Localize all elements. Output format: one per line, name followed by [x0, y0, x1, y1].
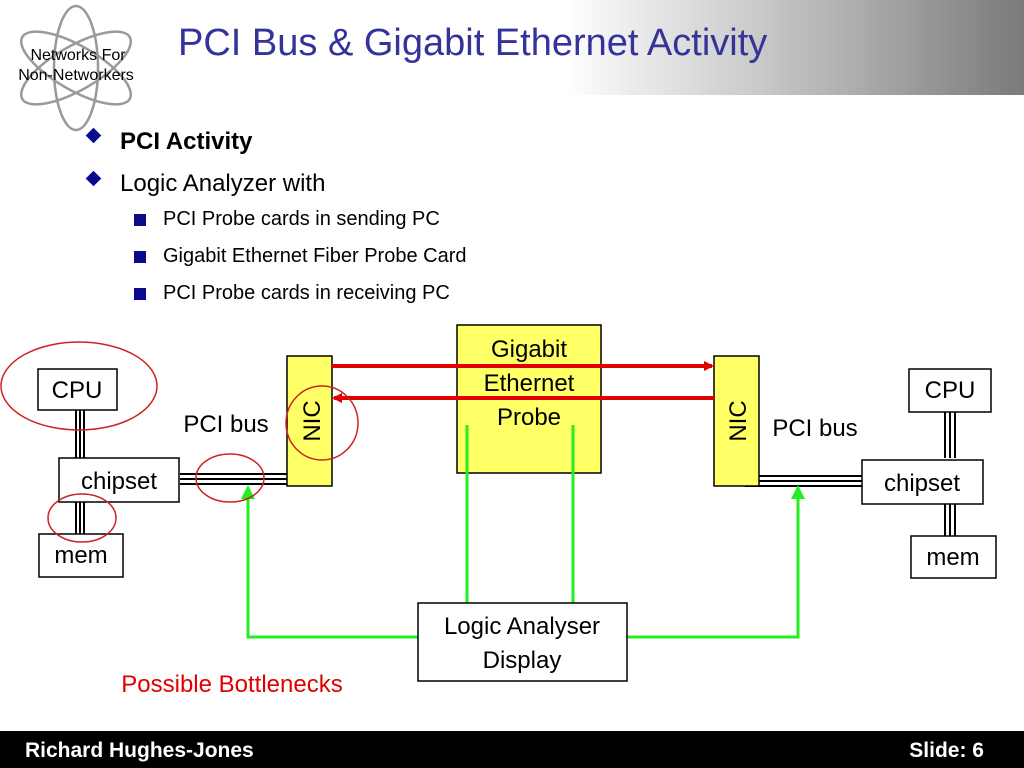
left-nic-label: NIC: [299, 400, 326, 441]
square-bullet-icon: [134, 251, 146, 263]
left-cpu-box: CPU: [37, 368, 118, 411]
analyser-label-line1: Logic Analyser: [444, 613, 600, 640]
bottleneck-circle-pci-bus: [195, 453, 265, 503]
left-cpu-chipset-link: [75, 410, 85, 458]
footer-slide-number: Slide: 6: [909, 739, 984, 762]
right-chipset-mem-link: [944, 504, 956, 536]
bullet-item: PCI Activity: [120, 128, 253, 155]
right-chipset-label: chipset: [884, 470, 960, 497]
right-nic-label: NIC: [725, 400, 752, 441]
footer-author: Richard Hughes-Jones: [25, 739, 254, 762]
footer-bar: [0, 731, 1024, 768]
analyser-left-pci-probe-link: [241, 485, 418, 639]
left-nic-card: NIC: [286, 355, 333, 487]
right-mem-box: mem: [910, 535, 997, 579]
atom-icon: [19, 4, 133, 132]
networks-logo: Networks For Non-Networkers: [18, 4, 134, 132]
sub-bullet-item: PCI Probe cards in sending PC: [163, 208, 440, 230]
right-mem-label: mem: [926, 544, 979, 571]
right-nic-card: NIC: [713, 355, 760, 487]
right-pci-bus-line: [745, 475, 862, 487]
square-bullet-icon: [134, 288, 146, 300]
logic-analyser-display-box: Logic Analyser Display: [417, 602, 628, 682]
logo-line2: Non-Networkers: [18, 67, 134, 84]
bottleneck-circle-nic: [285, 385, 359, 461]
analyser-right-pci-probe-link: [627, 485, 805, 639]
left-chipset-mem-link: [75, 502, 85, 534]
title-bar: [0, 0, 1024, 95]
bottleneck-circle-cpu: [0, 341, 158, 431]
left-pci-bus-line: [180, 473, 288, 485]
analyser-label-line2: Display: [483, 647, 562, 674]
right-cpu-box: CPU: [908, 368, 992, 413]
bottleneck-circle-memory: [47, 493, 117, 543]
left-mem-box: mem: [38, 533, 124, 578]
right-cpu-label: CPU: [925, 377, 976, 404]
right-chipset-box: chipset: [861, 459, 984, 505]
pci-diagram: CPU chipset mem CPU chipset mem NIC NIC …: [0, 324, 997, 698]
left-cpu-label: CPU: [52, 377, 103, 404]
sub-bullet-item: PCI Probe cards in receiving PC: [163, 282, 450, 304]
bottlenecks-note: Possible Bottlenecks: [121, 671, 342, 698]
sub-bullet-item: Gigabit Ethernet Fiber Probe Card: [163, 245, 467, 267]
bullet-item: Logic Analyzer with: [120, 170, 326, 197]
probe-label-line2: Ethernet: [484, 370, 575, 397]
left-mem-label: mem: [54, 542, 107, 569]
page-title: PCI Bus & Gigabit Ethernet Activity: [178, 22, 768, 64]
right-pci-bus-label: PCI bus: [772, 415, 857, 442]
probe-label-line1: Gigabit: [491, 336, 567, 363]
square-bullet-icon: [134, 214, 146, 226]
logo-line1: Networks For: [30, 47, 126, 64]
probe-label-line3: Probe: [497, 404, 561, 431]
left-chipset-box: chipset: [58, 457, 180, 503]
left-pci-bus-label: PCI bus: [183, 411, 268, 438]
right-cpu-chipset-link: [944, 412, 956, 458]
left-chipset-label: chipset: [81, 468, 157, 495]
